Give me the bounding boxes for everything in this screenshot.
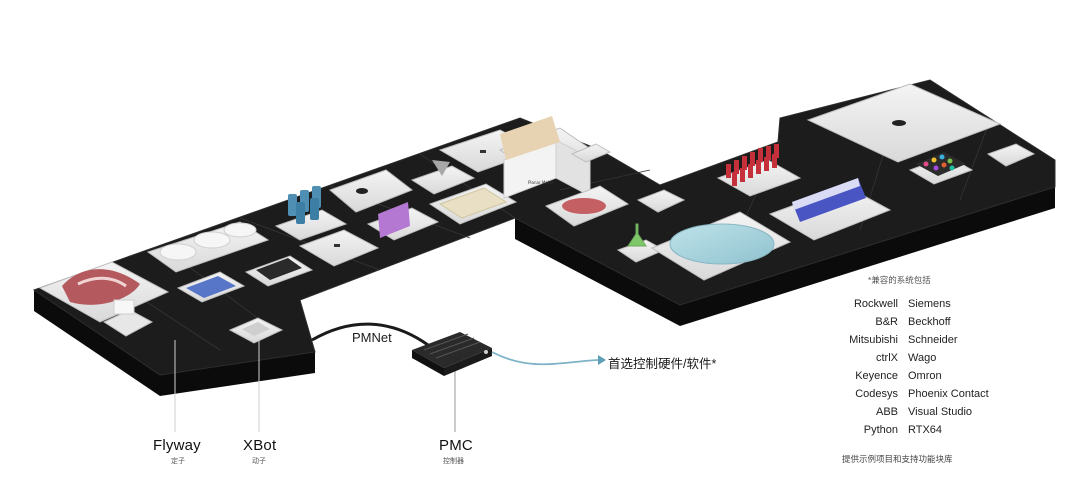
compat-footer: 提供示例项目和支持功能块库 xyxy=(842,454,953,464)
pmnet-cable xyxy=(311,322,429,347)
box-brand-text: Planar Motor xyxy=(528,180,554,185)
compat-right: Schneider xyxy=(908,334,958,346)
flyway-platform-sides xyxy=(34,187,1055,396)
compat-left: Keyence xyxy=(855,370,898,382)
mover-blue-bottles xyxy=(768,178,892,241)
pmc-label: PMC xyxy=(439,437,473,454)
compat-row: Keyence Omron xyxy=(835,367,1015,385)
compat-left: Mitsubishi xyxy=(849,334,898,346)
flyway-label: Flyway xyxy=(153,437,201,454)
compat-row: Mitsubishi Schneider xyxy=(835,331,1015,349)
xbot-mover xyxy=(228,317,284,344)
compat-list: Rockwell Siemens B&R Beckhoff Mitsubishi Sc… xyxy=(835,295,1015,439)
mover-turbine xyxy=(410,160,476,195)
mover-batteries xyxy=(366,202,440,241)
xbot-label: XBot xyxy=(243,437,277,454)
compat-right: Wago xyxy=(908,352,937,364)
mover-vials xyxy=(274,186,348,241)
mover-small-2 xyxy=(636,189,686,213)
mover-big-platform xyxy=(806,83,1002,163)
compat-left: Rockwell xyxy=(853,298,898,310)
compat-right: Phoenix Contact xyxy=(908,388,989,400)
mover-plain-1 xyxy=(298,229,380,267)
pmc-controller xyxy=(412,332,492,376)
compat-row: Python RTX64 xyxy=(835,421,1015,439)
leader-lines xyxy=(174,335,260,432)
mover-meat xyxy=(38,261,170,323)
compat-row: ctrlX Wago xyxy=(835,349,1015,367)
mover-open-box: Planar Motor xyxy=(498,116,594,199)
compat-right: RTX64 xyxy=(908,424,943,436)
compat-right: Beckhoff xyxy=(908,316,951,328)
flyway-platform xyxy=(32,79,1056,376)
compat-right: Visual Studio xyxy=(908,406,973,418)
compat-left: B&R xyxy=(875,316,898,328)
mover-center-hole xyxy=(329,169,414,213)
mover-pill-grid xyxy=(428,183,518,225)
mover-small-cell xyxy=(102,299,154,337)
hardware-link-arrowhead xyxy=(598,355,606,365)
compat-row: B&R Beckhoff xyxy=(835,313,1015,331)
compat-left: ctrlX xyxy=(876,352,898,364)
pmnet-label: PMNet xyxy=(352,330,392,345)
mover-small-right xyxy=(986,143,1036,167)
mover-trays xyxy=(146,221,270,273)
mover-steak xyxy=(544,185,630,227)
xbot-subtitle: 动子 xyxy=(252,458,266,465)
compat-right: Siemens xyxy=(908,298,951,310)
pmc-subtitle: 控制器 xyxy=(443,458,464,465)
mover-small-tool xyxy=(570,143,612,163)
compat-right: Omron xyxy=(908,370,942,382)
compat-row: Rockwell Siemens xyxy=(835,295,1015,313)
mover-palette xyxy=(908,152,974,185)
hardware-link-cable xyxy=(491,351,599,366)
compat-title: *兼容的系统包括 xyxy=(868,275,931,285)
preferred-hardware-label: 首选控制硬件/软件* xyxy=(608,357,717,371)
compat-row: ABB Visual Studio xyxy=(835,403,1015,421)
compat-left: ABB xyxy=(875,406,898,418)
mover-blue-blister xyxy=(176,271,246,303)
mover-wafer xyxy=(650,211,792,281)
mover-chip-tray xyxy=(244,255,314,287)
mover-lipsticks xyxy=(716,144,802,197)
compat-row: Codesys Phoenix Contact xyxy=(835,385,1015,403)
compat-left: Codesys xyxy=(855,388,898,400)
flyway-subtitle: 定子 xyxy=(171,458,185,465)
compat-left: Python xyxy=(863,424,898,436)
